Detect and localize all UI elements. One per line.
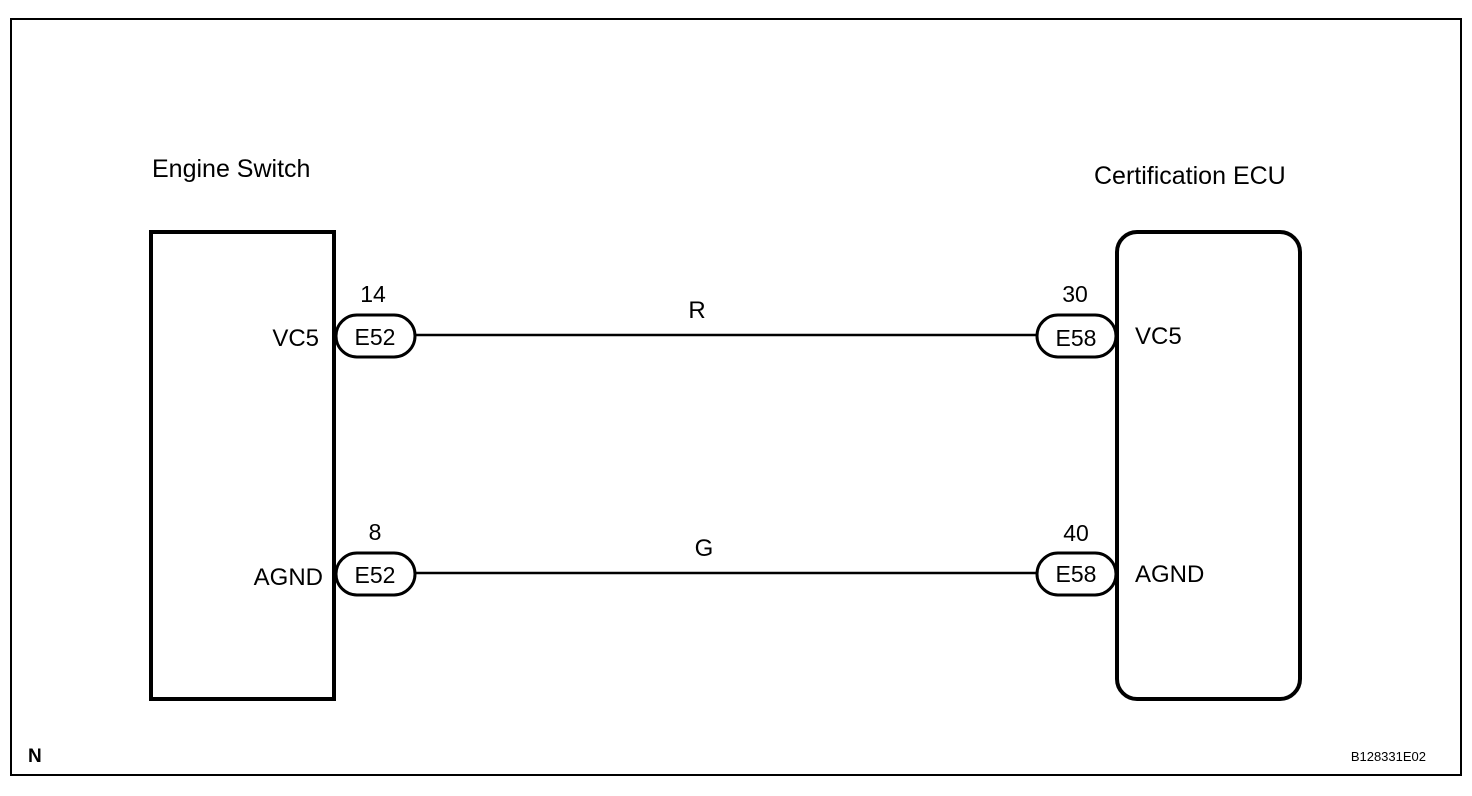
connector-e58-vc5-label: E58 [1056, 325, 1097, 351]
pin-name-engine-switch-agnd: AGND [254, 564, 323, 591]
wire-vc5-color-label: R [688, 297, 705, 324]
wire-agnd-color-label: G [695, 535, 714, 562]
pin-number-ecu-vc5: 30 [1062, 281, 1088, 307]
connector-e52-agnd: E52 [334, 551, 417, 597]
pin-number-ecu-agnd: 40 [1063, 520, 1089, 546]
pin-number-engine-switch-agnd: 8 [369, 519, 382, 545]
pin-name-engine-switch-vc5: VC5 [272, 325, 319, 352]
figure-code: B128331E02 [1351, 749, 1426, 764]
connector-e52-vc5-label: E52 [355, 324, 396, 350]
certification-ecu-title: Certification ECU [1094, 162, 1286, 190]
connector-e58-agnd-label: E58 [1056, 561, 1097, 587]
connector-e52-vc5: E52 [334, 313, 417, 359]
pin-number-engine-switch-vc5: 14 [360, 281, 386, 307]
connector-e52-agnd-label: E52 [355, 562, 396, 588]
engine-switch-box [149, 230, 336, 701]
pin-name-ecu-agnd: AGND [1135, 561, 1204, 588]
corner-label: N [28, 746, 42, 767]
connector-e58-agnd: E58 [1035, 551, 1118, 597]
pin-name-ecu-vc5: VC5 [1135, 323, 1182, 350]
diagram-frame [10, 18, 1462, 776]
certification-ecu-box [1115, 230, 1302, 701]
engine-switch-title: Engine Switch [152, 155, 310, 183]
connector-e58-vc5: E58 [1035, 313, 1118, 359]
